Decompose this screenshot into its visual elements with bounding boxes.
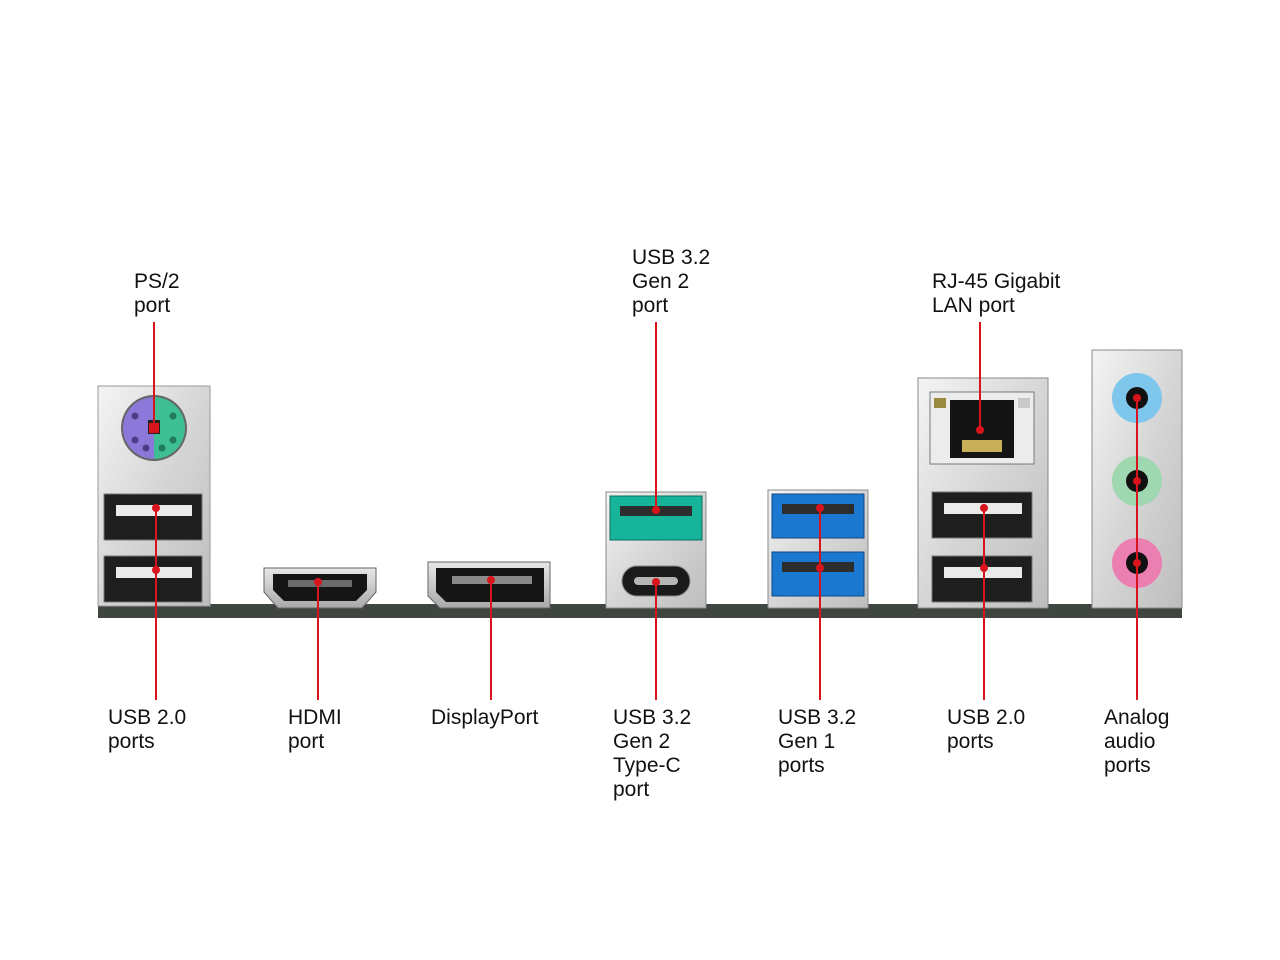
label-usb32-gen2-typec: USB 3.2 Gen 2 Type-C port: [613, 706, 692, 801]
label-hdmi: HDMI port: [288, 706, 342, 753]
label-usb20-left: USB 2.0 ports: [108, 706, 187, 753]
usb32-gen1-port-bottom: [771, 551, 865, 597]
motherboard-edge: [98, 604, 1182, 618]
ps2-usb-stack: [97, 385, 211, 607]
usb2-port-left-top: [103, 493, 203, 541]
usb2-port-right-top: [931, 491, 1033, 539]
displayport-port: [427, 561, 551, 609]
hdmi-port: [263, 567, 377, 609]
label-ps2: PS/2 port: [134, 270, 180, 317]
label-displayport: DisplayPort: [431, 706, 539, 729]
usb32-gen1-port-top: [771, 493, 865, 539]
label-audio: Analog audio ports: [1104, 706, 1170, 777]
usb2-port-right-bottom: [931, 555, 1033, 603]
callout-lines: [149, 322, 1141, 700]
label-usb32-gen2-port: USB 3.2 Gen 2 port: [632, 246, 711, 317]
label-usb32-gen1: USB 3.2 Gen 1 ports: [778, 706, 857, 777]
label-rj45: RJ-45 Gigabit LAN port: [932, 270, 1061, 317]
usb2-port-left-bottom: [103, 555, 203, 603]
label-usb20-right: USB 2.0 ports: [947, 706, 1026, 753]
